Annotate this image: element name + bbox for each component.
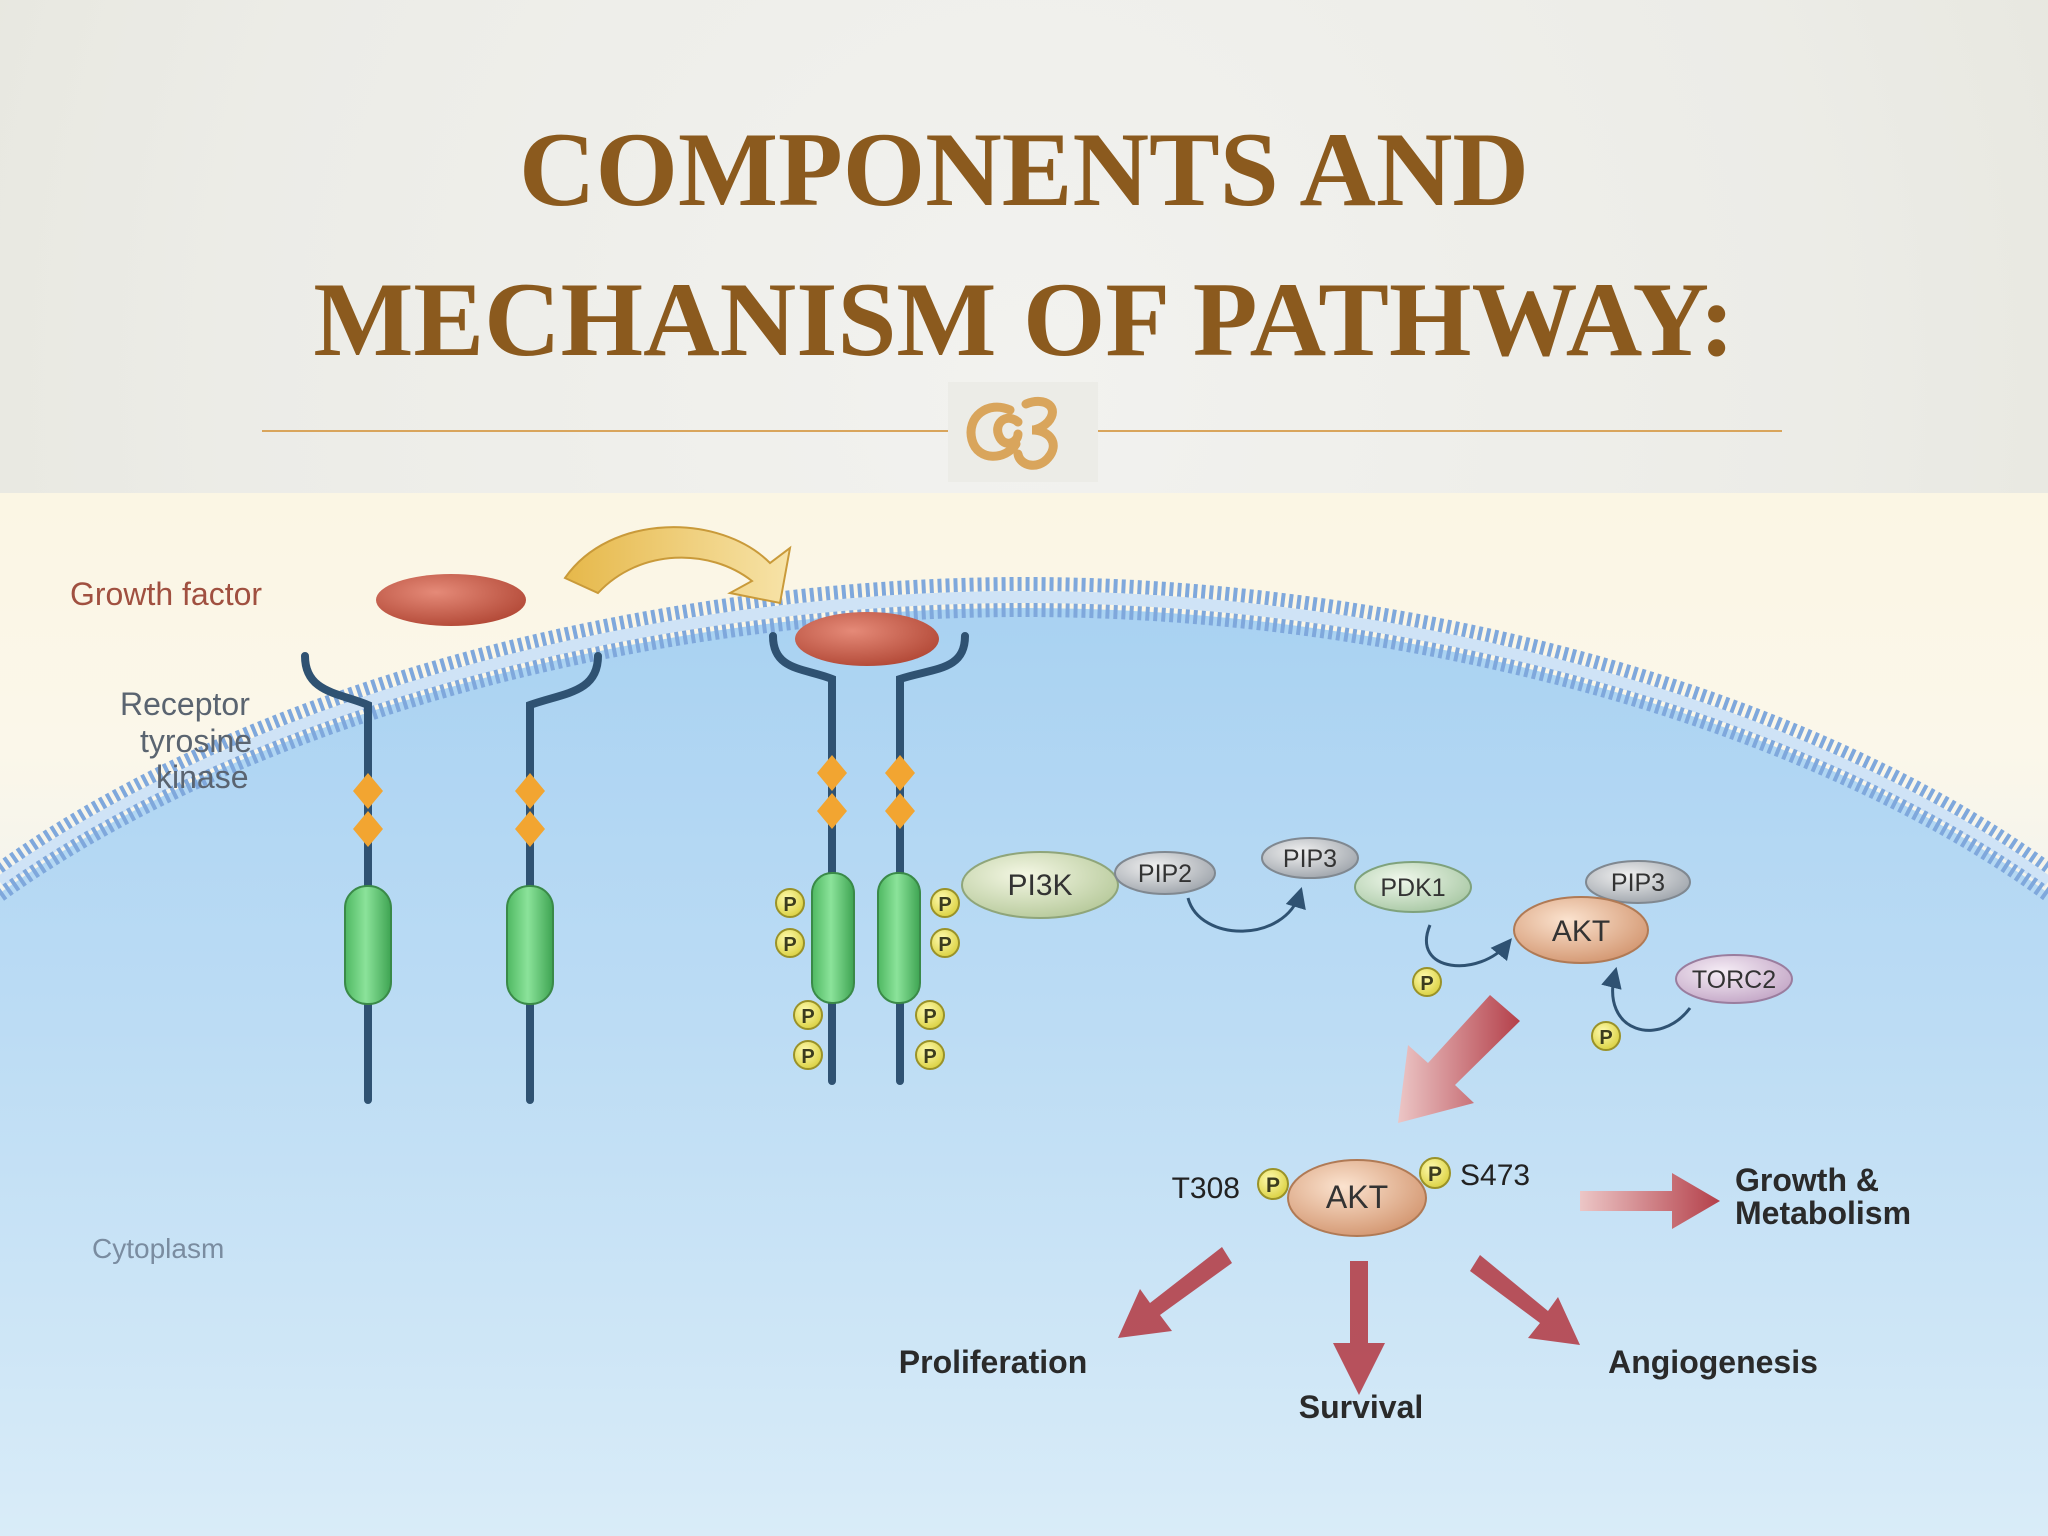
pip2-to-pip3-arrow-icon [1186, 886, 1306, 933]
angiogenesis-arrow-icon [1470, 1255, 1580, 1345]
pip3-node [1261, 837, 1359, 879]
pdk1-phosphorylation-arrow-icon [1425, 924, 1512, 968]
svg-text:P: P [938, 894, 951, 916]
akt-active-node [1287, 1159, 1427, 1237]
akt-membrane-label: AKT [1552, 915, 1610, 948]
phosphate-badge-t308: P [1257, 1168, 1289, 1200]
active-receptor-dimer [769, 632, 969, 1085]
angiogenesis-label: Angiogenesis [1608, 1344, 1818, 1380]
receptor-label-line-3: kinase [156, 759, 249, 795]
phosphate-badge: P [775, 888, 805, 918]
pdk1-node [1354, 861, 1472, 913]
phosphate-badge: P [1412, 967, 1442, 997]
pdk1-label: PDK1 [1380, 874, 1445, 902]
svg-text:P: P [1266, 1174, 1280, 1197]
kinase-domain-right [506, 885, 554, 1005]
torc2-node [1675, 954, 1793, 1004]
receptor-label-line-2: tyrosine [140, 723, 252, 759]
growth-factor-label: Growth factor [70, 576, 262, 612]
torc2-phosphorylation-arrow-icon [1601, 966, 1692, 1032]
kinase-domain-active-left [811, 872, 855, 1004]
cytoplasm-label: Cytoplasm [92, 1233, 224, 1264]
pip2-label: PIP2 [1138, 860, 1192, 888]
phosphate-badge: P [915, 1000, 945, 1030]
svg-text:P: P [801, 1006, 814, 1028]
proliferation-arrow-icon [1118, 1247, 1232, 1338]
pip3-akt-label: PIP3 [1611, 869, 1665, 897]
inactive-receptor-left [301, 652, 372, 1104]
growth-metabolism-label-line-1: Growth & [1735, 1162, 1879, 1198]
kinase-domain-active-right [877, 872, 921, 1004]
torc2-label: TORC2 [1692, 966, 1776, 994]
cytoplasm-region [0, 608, 2048, 1536]
svg-text:P: P [783, 894, 796, 916]
phosphate-badge: P [775, 928, 805, 958]
survival-label: Survival [1299, 1389, 1424, 1425]
svg-text:P: P [938, 934, 951, 956]
pip3-akt-node [1585, 860, 1691, 904]
svg-text:P: P [1599, 1027, 1612, 1049]
akt-active-label: AKT [1326, 1179, 1388, 1215]
svg-text:P: P [783, 934, 796, 956]
growth-arrow-icon [1580, 1173, 1720, 1229]
phosphate-groups-receptor: P P P P P P P P [775, 888, 960, 1070]
pi3k-node [961, 851, 1119, 919]
akt-activation-arrow-icon [1398, 995, 1520, 1123]
svg-text:P: P [1428, 1163, 1442, 1186]
growth-metabolism-label-line-2: Metabolism [1735, 1195, 1911, 1231]
svg-text:P: P [1420, 973, 1433, 995]
phosphate-badge: P [1591, 1021, 1621, 1051]
transmembrane-domains-active [817, 755, 915, 829]
akt-membrane-node [1513, 896, 1649, 964]
inactive-receptor-right [526, 652, 602, 1104]
pi3k-label: PI3K [1007, 869, 1072, 902]
ligand-binding-arrow-icon [563, 526, 792, 605]
pip3-label: PIP3 [1283, 845, 1337, 873]
phosphate-badge: P [793, 1040, 823, 1070]
svg-text:P: P [801, 1046, 814, 1068]
svg-text:P: P [923, 1046, 936, 1068]
s473-label: S473 [1460, 1159, 1530, 1192]
growth-factor-ligand [376, 574, 526, 626]
title-line-1: COMPONENTS AND [518, 111, 1529, 228]
kinase-domain-left [344, 885, 392, 1005]
receptor-label-line-1: Receptor [120, 686, 250, 722]
pip2-node [1114, 851, 1216, 895]
t308-label: T308 [1172, 1172, 1240, 1205]
svg-text:P: P [923, 1006, 936, 1028]
survival-arrow-icon [1333, 1261, 1385, 1395]
phosphate-badge: P [930, 928, 960, 958]
phosphate-badge-s473: P [1419, 1157, 1451, 1189]
pi3k-akt-pathway-diagram: Growth factor Receptor tyrosine kinase [0, 493, 2048, 1536]
phosphate-badge: P [793, 1000, 823, 1030]
phosphate-badge: P [915, 1040, 945, 1070]
cell-membrane [0, 576, 2048, 901]
flourish-ornament-icon [948, 382, 1098, 482]
transmembrane-domains-left [353, 773, 545, 847]
proliferation-label: Proliferation [899, 1344, 1087, 1380]
slide-title: COMPONENTS AND MECHANISM OF PATHWAY: [0, 95, 2048, 395]
bound-growth-factor [795, 612, 939, 666]
title-line-2: MECHANISM OF PATHWAY: [313, 261, 1735, 378]
phosphate-badge: P [930, 888, 960, 918]
